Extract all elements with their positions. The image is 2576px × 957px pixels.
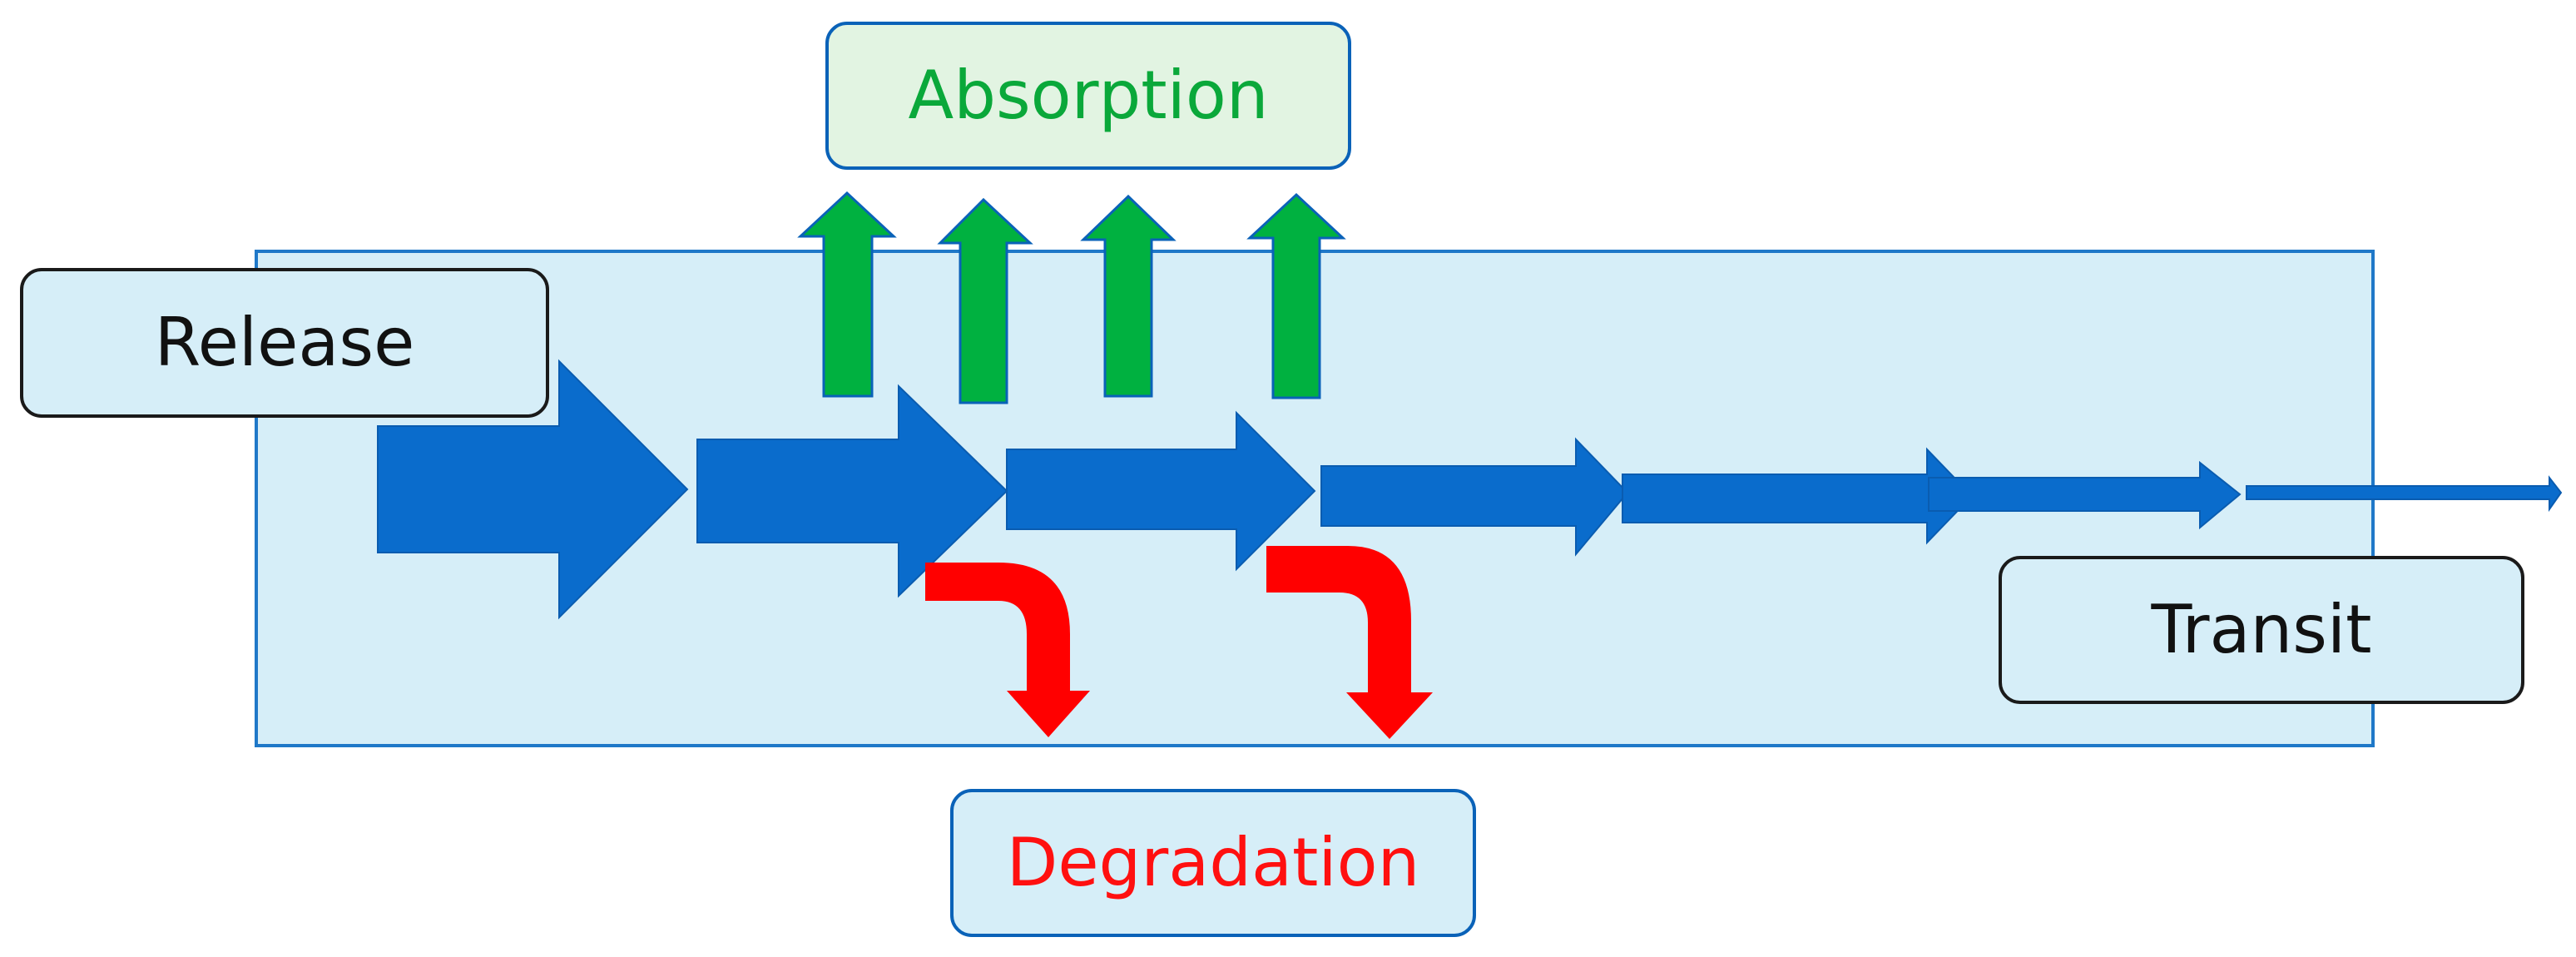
release-label: Release xyxy=(20,268,549,418)
flow-arrows xyxy=(377,359,2563,620)
absorption-label: Absorption xyxy=(825,22,1351,170)
flow-arrow-2 xyxy=(696,384,1008,598)
absorption-arrows xyxy=(797,191,1346,404)
flow-arrow-7 xyxy=(2246,475,2563,513)
flow-arrow-3 xyxy=(1006,410,1316,572)
degradation-label: Degradation xyxy=(950,789,1476,937)
flow-arrow-1 xyxy=(377,359,689,620)
degradation-arrow-1 xyxy=(925,563,1090,737)
flow-arrow-5 xyxy=(1622,447,1974,545)
flow-arrow-6 xyxy=(1928,460,2242,530)
absorption-arrow-3 xyxy=(1080,194,1177,398)
flow-arrow-4 xyxy=(1320,437,1629,557)
absorption-arrow-2 xyxy=(937,197,1033,404)
transit-label: Transit xyxy=(1999,556,2524,704)
absorption-arrow-4 xyxy=(1246,192,1346,399)
degradation-arrow-2 xyxy=(1266,546,1433,739)
absorption-arrow-1 xyxy=(797,191,897,398)
degradation-arrows xyxy=(925,546,1433,739)
